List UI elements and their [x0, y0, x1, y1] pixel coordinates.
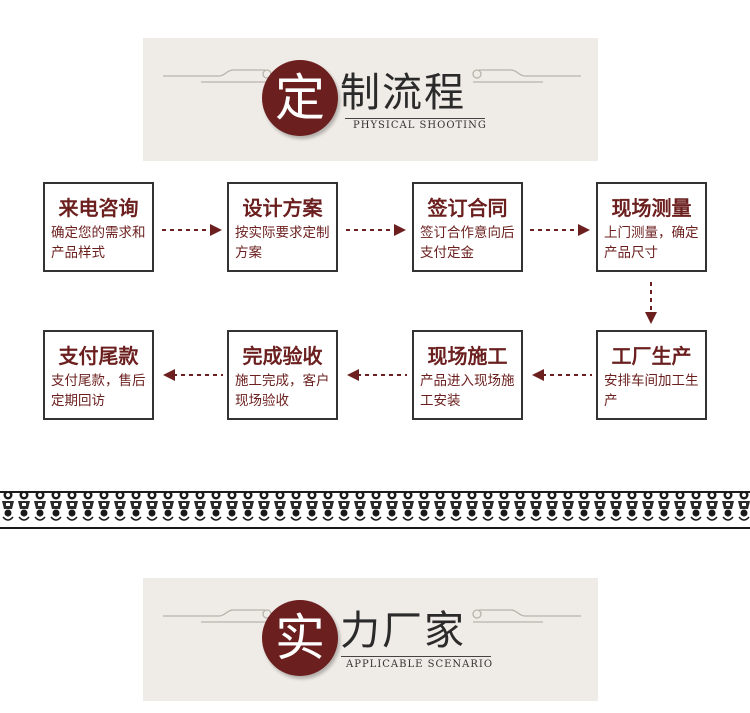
section-subtitle: APPLICABLE SCENARIO	[346, 659, 494, 670]
title-underline	[341, 656, 491, 657]
step-desc: 安排车间加工生产	[604, 373, 699, 409]
step-card-final-payment: 支付尾款 支付尾款，售后定期回访	[43, 330, 154, 420]
cloud-ornament-left-icon	[163, 69, 272, 83]
decorative-tile-border	[0, 491, 750, 529]
step-title: 完成验收	[242, 344, 323, 368]
cloud-ornament-left-icon	[163, 609, 272, 623]
step-title: 签订合同	[427, 196, 508, 220]
cloud-ornament-right-icon	[472, 69, 581, 83]
step-desc: 签订合作意向后支付定金	[420, 225, 515, 261]
cloud-ornament-right-icon	[472, 609, 581, 623]
arrow-down-icon	[645, 282, 657, 324]
arrow-left-icon	[163, 369, 223, 381]
step-desc: 产品进入现场施工安装	[420, 373, 515, 409]
step-card-installation: 现场施工 产品进入现场施工安装	[412, 330, 523, 420]
arrow-right-icon	[530, 224, 590, 236]
step-title: 工厂生产	[611, 344, 692, 368]
step-desc: 确定您的需求和产品样式	[51, 225, 146, 261]
step-desc: 上门测量，确定产品尺寸	[604, 225, 699, 261]
section-badge: 实	[262, 600, 338, 676]
step-title: 现场测量	[611, 196, 692, 220]
arrow-right-icon	[162, 224, 222, 236]
title-underline	[345, 118, 485, 119]
step-card-contract: 签订合同 签订合作意向后支付定金	[412, 182, 523, 272]
step-card-production: 工厂生产 安排车间加工生产	[596, 330, 707, 420]
step-card-measure: 现场测量 上门测量，确定产品尺寸	[596, 182, 707, 272]
step-card-consult: 来电咨询 确定您的需求和产品样式	[43, 182, 154, 272]
section-badge: 定	[262, 60, 338, 136]
step-title: 现场施工	[427, 344, 508, 368]
step-desc: 按实际要求定制方案	[235, 225, 330, 261]
step-title: 支付尾款	[58, 344, 139, 368]
factory-banner: 实 力厂家 APPLICABLE SCENARIO	[143, 578, 598, 701]
section-title: 制流程	[340, 70, 466, 116]
step-card-design: 设计方案 按实际要求定制方案	[227, 182, 338, 272]
step-title: 设计方案	[242, 196, 323, 220]
arrow-left-icon	[532, 369, 592, 381]
step-card-acceptance: 完成验收 施工完成，客户现场验收	[227, 330, 338, 420]
section-title: 力厂家	[340, 608, 466, 654]
step-title: 来电咨询	[58, 196, 139, 220]
process-banner: 定 制流程 PHYSICAL SHOOTING	[143, 38, 598, 161]
step-desc: 施工完成，客户现场验收	[235, 373, 330, 409]
arrow-right-icon	[346, 224, 406, 236]
step-desc: 支付尾款，售后定期回访	[51, 373, 146, 409]
arrow-left-icon	[347, 369, 407, 381]
section-subtitle: PHYSICAL SHOOTING	[353, 120, 487, 131]
